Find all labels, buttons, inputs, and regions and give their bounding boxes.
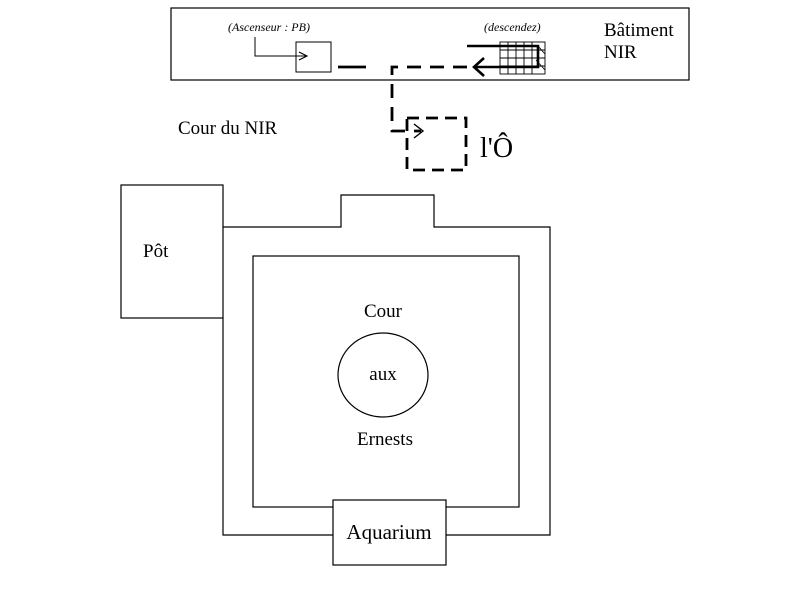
stairs-note: (descendez) <box>484 20 541 34</box>
inner-courtyard-circle <box>337 332 429 418</box>
pot-label: Pôt <box>143 241 169 262</box>
elevator-box <box>295 41 332 73</box>
pot-building <box>120 184 224 319</box>
building-nir <box>170 7 690 81</box>
elevator-pointer <box>254 37 307 56</box>
route-arrowhead <box>413 123 425 139</box>
building-name-line1: Bâtiment <box>604 20 674 41</box>
inner-court-line2: aux <box>369 364 397 385</box>
elevator-note: (Ascenseur : PB) <box>228 20 310 34</box>
stairs-arrowhead <box>472 57 485 77</box>
aquarium-box <box>332 499 447 566</box>
building-name-line2: NIR <box>604 42 637 63</box>
main-building-outline <box>223 194 551 536</box>
inner-court-line3: Ernests <box>357 429 413 450</box>
aquarium-label: Aquarium <box>346 520 431 544</box>
inner-court-line1: Cour <box>364 301 403 322</box>
destination-label: l'Ô <box>480 133 513 164</box>
main-building-outline-left <box>222 318 333 536</box>
route-path <box>390 65 467 133</box>
courtyard-nir-label: Cour du NIR <box>178 118 278 139</box>
destination-box <box>405 116 468 172</box>
stairs-path <box>467 44 540 69</box>
